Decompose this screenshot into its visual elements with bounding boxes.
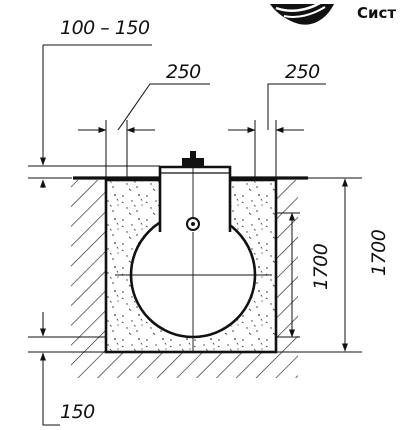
dim-side-right-label: 250 (285, 61, 320, 83)
dim-base-layer-label: 150 (60, 401, 95, 423)
dim-pit-depth-label: 1700 (368, 229, 390, 276)
tank-neck (158, 165, 232, 232)
cover-handle (182, 151, 204, 166)
dim-depth-range (28, 44, 160, 188)
dim-base-layer (28, 312, 106, 426)
dim-depth-range-label: 100 – 150 (60, 17, 150, 39)
dim-side-left (78, 83, 210, 180)
soil-hatching (71, 180, 298, 378)
dim-tank-height-label: 1700 (310, 243, 332, 290)
brand-text: Сист (357, 4, 396, 22)
dim-side-right (228, 83, 326, 180)
dim-tank-height (276, 212, 300, 338)
dim-side-left-label: 250 (166, 61, 201, 83)
dim-pit-depth (276, 177, 362, 353)
logo (270, 1, 334, 25)
